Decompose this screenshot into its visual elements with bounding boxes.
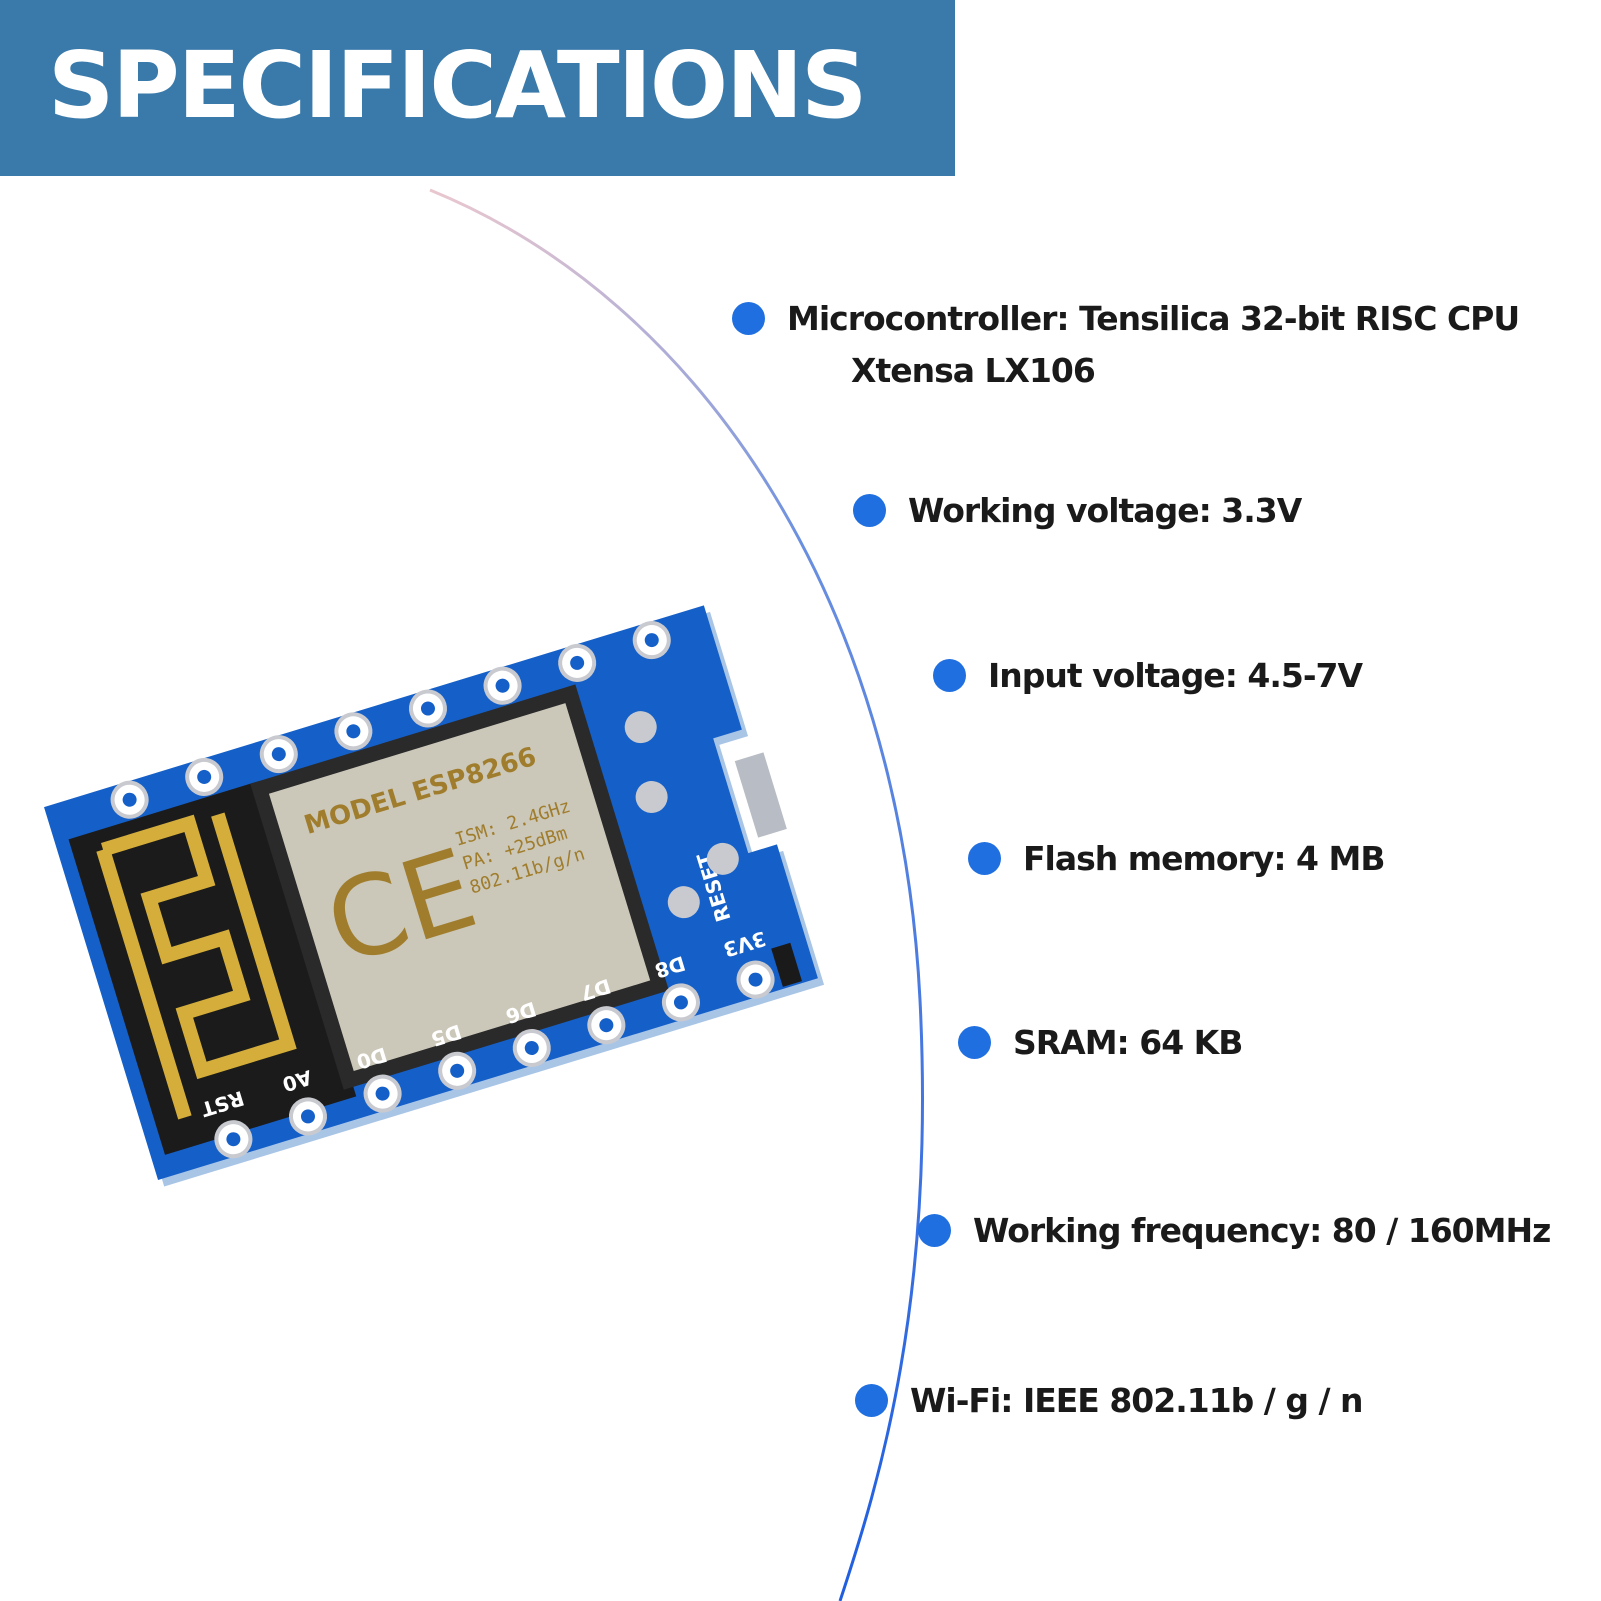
module-shield	[268, 703, 651, 1072]
solder-pad	[667, 886, 700, 919]
spec-text: Microcontroller: Tensilica 32-bit RISC C…	[787, 299, 1520, 338]
pin-label: D2	[325, 682, 361, 714]
bullet-dot	[968, 842, 1001, 875]
title-banner: SPECIFICATIONS	[0, 0, 955, 176]
wemos-d1-mini-board: MODEL ESP8266 CE ISM: 2.4GHz PA: +25dBm …	[44, 591, 825, 1187]
pin-hole-center	[271, 747, 286, 762]
spec-item-sram: SRAM: 64 KB	[958, 1022, 1243, 1064]
antenna-trace	[96, 812, 297, 1120]
bullet-dot	[855, 1384, 888, 1417]
pin-hole-center	[524, 1040, 539, 1055]
spec-text: SRAM: 64 KB	[1013, 1023, 1243, 1062]
pin-label: G	[556, 616, 579, 644]
pin-label: TX	[101, 751, 136, 783]
spec-item-wifi: Wi-Fi: IEEE 802.11b / g / n	[855, 1380, 1363, 1422]
bullet-dot	[732, 302, 765, 335]
pin-label: RX	[175, 727, 212, 759]
spec-item-working-frequency: Working frequency: 80 / 160MHz	[918, 1210, 1551, 1252]
pin-hole-center	[450, 1063, 465, 1078]
spec-subtext: Xtensa LX106	[851, 351, 1096, 390]
pin-hole-center	[570, 655, 585, 670]
spec-text: Working voltage: 3.3V	[908, 491, 1302, 530]
pin-label: 5V	[623, 591, 659, 623]
reset-button	[771, 942, 803, 987]
page-title: SPECIFICATIONS	[48, 32, 867, 139]
spec-text: Flash memory: 4 MB	[1023, 839, 1385, 878]
pin-hole-center	[300, 1109, 315, 1124]
pin-label: D4	[474, 636, 510, 668]
bullet-dot	[853, 494, 886, 527]
solder-pad	[706, 842, 739, 875]
pin-hole-center	[226, 1132, 241, 1147]
pin-hole-center	[197, 769, 212, 784]
pin-hole-center	[748, 972, 763, 987]
pin-hole-center	[495, 678, 510, 693]
pin-hole-center	[346, 724, 361, 739]
spec-text: Working frequency: 80 / 160MHz	[973, 1211, 1551, 1250]
spec-item-microcontroller: Microcontroller: Tensilica 32-bit RISC C…	[732, 298, 1520, 392]
pin-hole-center	[644, 633, 659, 648]
pin-label: D3	[400, 659, 436, 691]
solder-pad	[624, 711, 657, 744]
pin-label: D1	[250, 705, 286, 737]
pin-hole-center	[122, 792, 137, 807]
spec-text: Input voltage: 4.5-7V	[988, 656, 1363, 695]
spec-item-working-voltage: Working voltage: 3.3V	[853, 490, 1302, 532]
spec-text: Wi-Fi: IEEE 802.11b / g / n	[910, 1381, 1363, 1420]
pin-hole-center	[375, 1086, 390, 1101]
bullet-dot	[958, 1026, 991, 1059]
bullet-dot	[918, 1214, 951, 1247]
pin-hole-center	[420, 701, 435, 716]
pin-hole-center	[599, 1018, 614, 1033]
bullet-dot	[933, 659, 966, 692]
spec-item-input-voltage: Input voltage: 4.5-7V	[933, 655, 1363, 697]
pin-hole-center	[673, 995, 688, 1010]
solder-pad	[635, 780, 668, 813]
spec-item-flash-memory: Flash memory: 4 MB	[968, 838, 1385, 880]
usb-connector	[734, 752, 787, 838]
